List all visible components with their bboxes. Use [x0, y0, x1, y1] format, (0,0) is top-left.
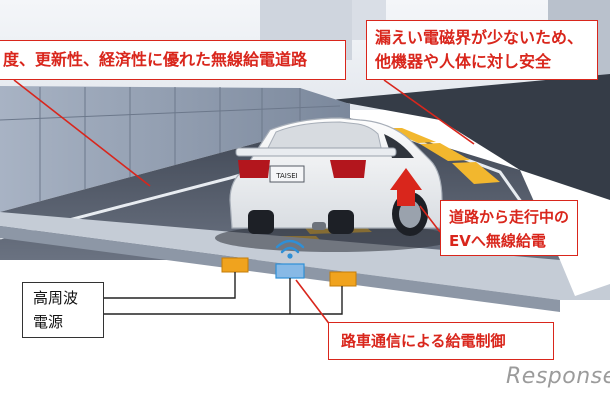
- callout-ev-line1: 道路から走行中の: [449, 208, 570, 226]
- high-frequency-power-source: 高周波 電源: [22, 282, 104, 338]
- charging-coil: [329, 271, 357, 287]
- callout-efficiency: 度、更新性、経済性に優れた無線給電道路: [0, 40, 346, 80]
- callout-safety: 漏えい電磁界が少ないため、 他機器や人体に対し安全: [366, 20, 598, 80]
- car-shadow: [215, 224, 455, 252]
- response-watermark: Response: [506, 364, 610, 389]
- curb: [0, 212, 610, 300]
- license-plate: TAISEI: [275, 172, 298, 180]
- charging-coil: [221, 257, 249, 273]
- power-source-line2: 電源: [33, 313, 64, 331]
- callout-efficiency-text: 度、更新性、経済性に優れた無線給電道路: [3, 50, 308, 69]
- callout-power-control: 路車通信による給電制御: [328, 322, 554, 360]
- callout-safety-line2: 他機器や人体に対し安全: [375, 52, 552, 71]
- callout-ev-line2: EVへ無線給電: [449, 232, 546, 250]
- wireless-dot-icon: [287, 253, 293, 259]
- tunnel: [330, 74, 610, 200]
- callout-safety-line1: 漏えい電磁界が少ないため、: [375, 28, 584, 47]
- power-arrow-icon: [390, 168, 422, 206]
- power-wiring: [104, 272, 343, 315]
- wireless-signal-icon: [275, 239, 305, 254]
- callout-control-text: 路車通信による給電制御: [341, 332, 506, 350]
- power-source-line1: 高周波: [33, 289, 79, 307]
- ev-car: [229, 117, 443, 236]
- callout-ev-charging: 道路から走行中の EVへ無線給電: [440, 200, 578, 256]
- comm-unit: [275, 263, 305, 279]
